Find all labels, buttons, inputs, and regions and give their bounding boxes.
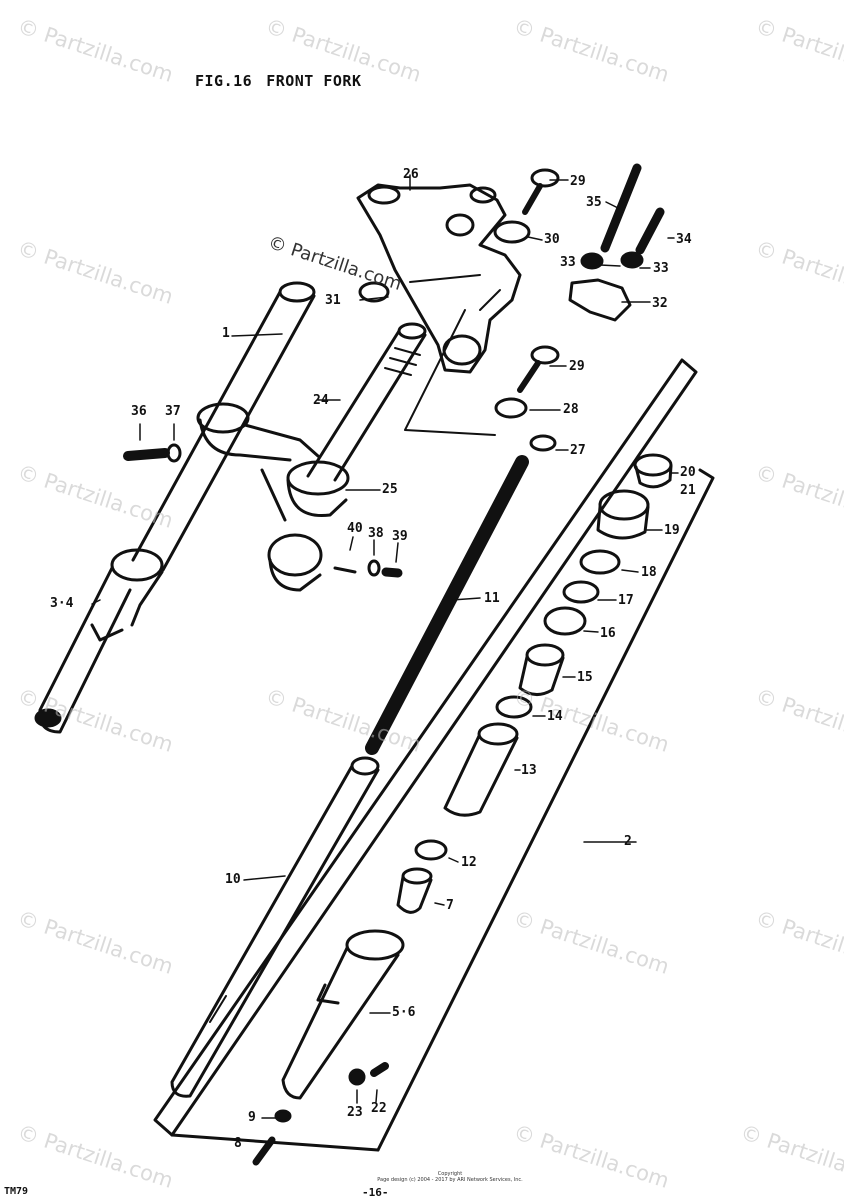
callout-31: 31 bbox=[325, 293, 341, 308]
part-13-tube bbox=[443, 722, 519, 817]
callout-39: 39 bbox=[392, 529, 408, 544]
leader-lines bbox=[91, 174, 679, 1119]
callout-25: 25 bbox=[382, 482, 398, 497]
figure-number: FIG.16 bbox=[195, 72, 253, 90]
part-14-washer bbox=[495, 695, 533, 719]
part-9-washer bbox=[274, 1109, 292, 1123]
callout-37: 37 bbox=[165, 404, 181, 419]
callout-29-lower: 29 bbox=[569, 359, 585, 374]
part-23-washer bbox=[348, 1068, 366, 1086]
part-31-washer bbox=[358, 281, 390, 303]
callout-12: 12 bbox=[461, 855, 477, 870]
part-8-bolt bbox=[252, 1136, 276, 1166]
callout-24: 24 bbox=[313, 393, 329, 408]
figure-name: FRONT FORK bbox=[266, 72, 362, 90]
callout-35: 35 bbox=[586, 195, 602, 210]
callout-26: 26 bbox=[403, 167, 419, 182]
part-24-steering-stem bbox=[306, 322, 427, 482]
part-19-cover bbox=[596, 489, 650, 540]
callout-40: 40 bbox=[347, 521, 363, 536]
callout-22: 22 bbox=[371, 1101, 387, 1116]
callout-33-left: 33 bbox=[560, 255, 576, 270]
callout-9: 9 bbox=[248, 1110, 256, 1125]
callout-32: 32 bbox=[652, 296, 668, 311]
copyright-line-1: Copyright bbox=[437, 1171, 463, 1177]
callout-33-right: 33 bbox=[653, 261, 669, 276]
callout-30: 30 bbox=[544, 232, 560, 247]
part-20-cap bbox=[633, 453, 673, 477]
part-29-bolt-top bbox=[522, 168, 560, 215]
part-28-washer bbox=[494, 397, 528, 419]
part-7-collar bbox=[396, 875, 433, 914]
part-2-outline bbox=[153, 358, 715, 1152]
callout-17: 17 bbox=[618, 593, 634, 608]
callout-3-4: 3·4 bbox=[50, 596, 74, 611]
part-37-washer bbox=[166, 443, 182, 463]
part-30-washer bbox=[493, 220, 531, 244]
callout-20: 20 bbox=[680, 465, 696, 480]
part-16-seal bbox=[543, 606, 587, 636]
part-35-bolt bbox=[600, 163, 642, 253]
part-27-ring bbox=[529, 434, 557, 452]
callout-1: 1 bbox=[222, 326, 230, 341]
callout-11: 11 bbox=[484, 591, 500, 606]
part-32-clamp bbox=[568, 278, 632, 322]
part-1-inner-tube bbox=[131, 281, 316, 572]
part-29-bolt-lower bbox=[517, 345, 560, 393]
callout-36: 36 bbox=[131, 404, 147, 419]
callout-38: 38 bbox=[368, 526, 384, 541]
callout-10: 10 bbox=[225, 872, 241, 887]
part-15-bushing bbox=[518, 643, 565, 696]
callout-7: 7 bbox=[446, 898, 454, 913]
callout-21: 21 bbox=[680, 483, 696, 498]
callout-23: 23 bbox=[347, 1105, 363, 1120]
part-18-ring bbox=[579, 549, 621, 575]
copyright-line-2: Page design (c) 2004 - 2017 by ARI Netwo… bbox=[377, 1177, 523, 1183]
callout-2: 2 bbox=[624, 834, 632, 849]
part-26-upper-bracket bbox=[356, 183, 522, 374]
part-33-nut bbox=[620, 251, 644, 269]
callout-16: 16 bbox=[600, 626, 616, 641]
part-38-washer bbox=[367, 559, 381, 577]
part-34-bolt bbox=[635, 207, 665, 255]
callout-14: 14 bbox=[547, 709, 563, 724]
callout-27: 27 bbox=[570, 443, 586, 458]
callout-34: 34 bbox=[676, 232, 692, 247]
callout-28: 28 bbox=[563, 402, 579, 417]
callout-29-top: 29 bbox=[570, 174, 586, 189]
part-22-bolt bbox=[370, 1062, 389, 1077]
part-17-washer bbox=[562, 580, 600, 604]
copyright-note: Copyright Page design (c) 2004 - 2017 by… bbox=[360, 1171, 540, 1183]
callout-5-6: 5·6 bbox=[392, 1005, 416, 1020]
figure-title: FIG.16 FRONT FORK bbox=[195, 72, 362, 90]
part-12-ring bbox=[414, 839, 448, 861]
part-11-spring bbox=[365, 455, 529, 755]
callout-19: 19 bbox=[664, 523, 680, 538]
part-10-damper-tube bbox=[170, 756, 380, 1098]
under-bracket bbox=[196, 402, 350, 592]
part-7-top bbox=[401, 867, 433, 885]
part-21-cap-body bbox=[634, 464, 673, 489]
model-code: TM79 bbox=[4, 1186, 29, 1197]
callout-18: 18 bbox=[641, 565, 657, 580]
part-36-bolt bbox=[123, 448, 170, 461]
callout-13: 13 bbox=[521, 763, 537, 778]
part-39-bolt bbox=[381, 567, 403, 578]
part-33-nut-b bbox=[580, 252, 604, 270]
callout-15: 15 bbox=[577, 670, 593, 685]
part-40-clip bbox=[333, 566, 357, 574]
page-number: -16- bbox=[362, 1186, 389, 1199]
part-3-4-fork-leg bbox=[34, 548, 164, 734]
callout-8: 8 bbox=[234, 1136, 242, 1151]
part-5-6-fork-leg bbox=[281, 929, 405, 1100]
